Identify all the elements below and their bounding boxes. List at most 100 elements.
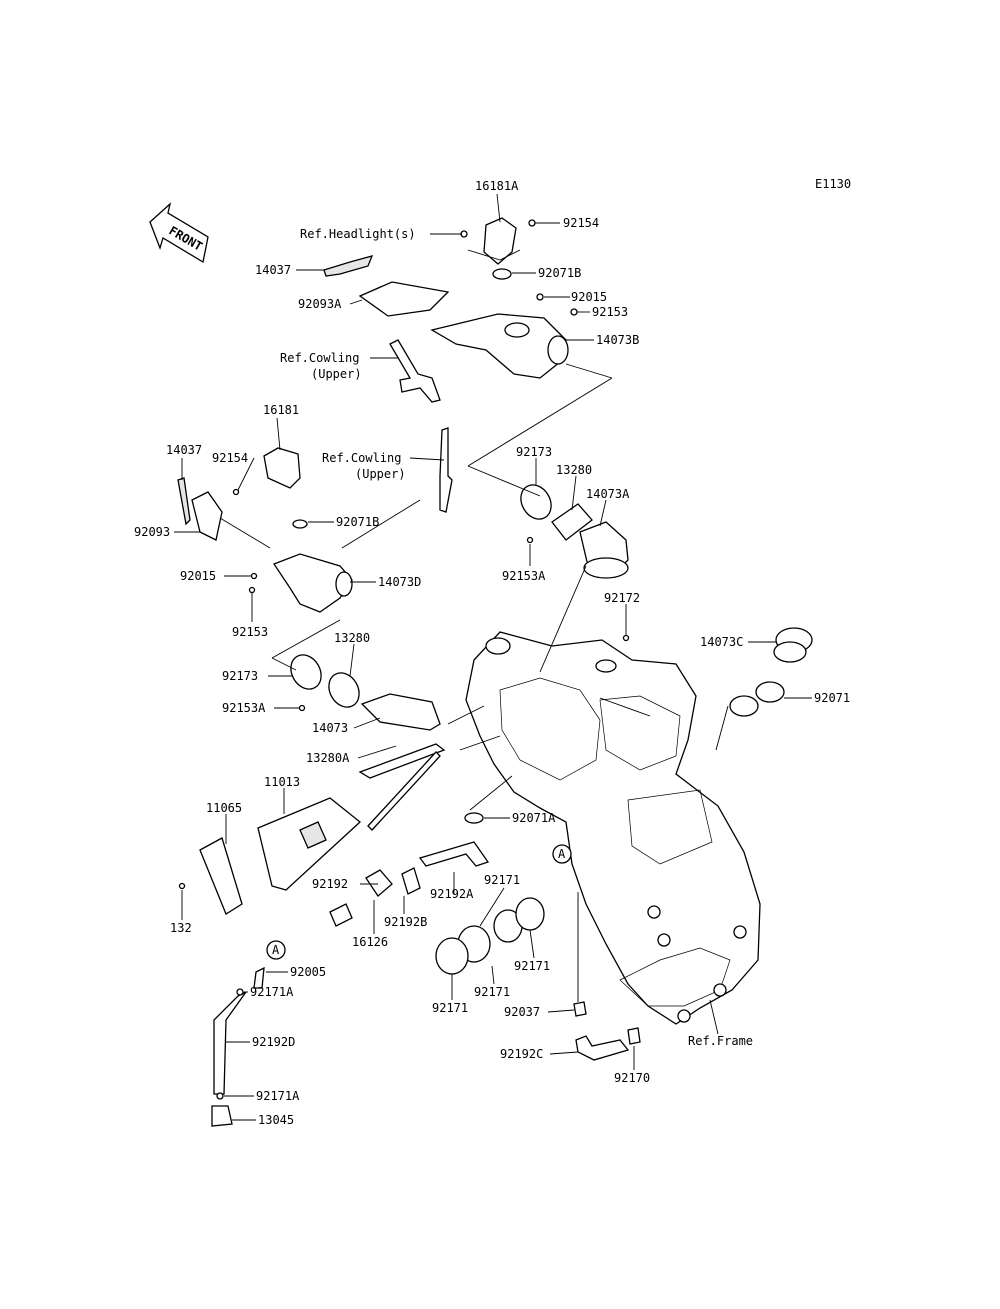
label-92071: 92071 <box>814 691 850 705</box>
label-92037: 92037 <box>504 1005 540 1019</box>
part-92173-top[interactable] <box>515 479 557 524</box>
label-ref-cowling-1a: Ref.Cowling <box>280 351 359 365</box>
frame-cavity-1 <box>499 677 601 781</box>
label-11013: 11013 <box>264 775 300 789</box>
right-intake-group <box>515 479 629 579</box>
label-92192C: 92192C <box>500 1047 543 1061</box>
label-92005: 92005 <box>290 965 326 979</box>
part-13045[interactable] <box>211 1105 233 1127</box>
part-14073[interactable] <box>360 693 441 731</box>
part-14073B[interactable] <box>430 313 567 379</box>
label-92153-left: 92153 <box>232 625 268 639</box>
upper-right-duct-group <box>323 217 578 403</box>
label-16181: 16181 <box>263 403 299 417</box>
screw-92154-left <box>232 488 240 496</box>
label-92171-a: 92171 <box>484 873 520 887</box>
marker-A-frame <box>552 844 572 864</box>
part-92170[interactable] <box>627 1027 641 1045</box>
lower-intake-group <box>285 649 446 831</box>
frame-bolt-1 <box>647 905 661 919</box>
part-14037-top[interactable] <box>323 255 374 277</box>
left-duct-group <box>177 427 453 613</box>
part-92171-d[interactable] <box>515 897 545 931</box>
part-92171-b[interactable] <box>435 937 469 975</box>
part-13280A-lower <box>367 751 441 831</box>
label-92192: 92192 <box>312 877 348 891</box>
screw-92153-top <box>570 308 578 316</box>
label-ref-frame: Ref.Frame <box>688 1034 753 1048</box>
label-132: 132 <box>170 921 192 935</box>
label-14037-top: 14037 <box>255 263 291 277</box>
frame-lower-bracket <box>619 947 731 1007</box>
label-92192B: 92192B <box>384 915 427 929</box>
part-13280-top[interactable] <box>551 503 593 541</box>
label-92170: 92170 <box>614 1071 650 1085</box>
label-13280A: 13280A <box>306 751 350 765</box>
part-14073C-base <box>773 641 807 663</box>
label-92071B-left: 92071B <box>336 515 379 529</box>
part-13280-left[interactable] <box>323 667 365 712</box>
label-14073A: 14073A <box>586 487 630 501</box>
part-92192B[interactable] <box>401 867 421 895</box>
label-92173-top: 92173 <box>516 445 552 459</box>
part-14037-left[interactable] <box>177 477 191 526</box>
screw-92153-left <box>248 586 256 594</box>
label-16181A: 16181A <box>475 179 519 193</box>
leader-lines <box>174 193 812 1121</box>
part-92005[interactable] <box>253 966 265 989</box>
screw-92153A-top <box>526 536 534 544</box>
label-13045: 13045 <box>258 1113 294 1127</box>
label-14073C: 14073C <box>700 635 743 649</box>
frame-port-left <box>485 637 511 655</box>
part-92037[interactable] <box>573 1001 587 1017</box>
part-92093[interactable] <box>191 491 223 541</box>
part-92071B-left[interactable] <box>292 519 308 529</box>
part-92192A[interactable] <box>418 841 490 867</box>
part-92071B-top[interactable] <box>492 268 512 280</box>
part-16181A[interactable] <box>483 217 517 265</box>
label-92071B-top: 92071B <box>538 266 581 280</box>
label-92153A-top: 92153A <box>502 569 546 583</box>
part-14073D[interactable] <box>273 553 353 613</box>
air-filter-element <box>299 821 327 849</box>
part-92071A[interactable] <box>464 812 484 824</box>
label-14073B: 14073B <box>596 333 639 347</box>
part-11065[interactable] <box>199 837 243 915</box>
label-92015-left: 92015 <box>180 569 216 583</box>
part-92192C[interactable] <box>575 1035 630 1061</box>
part-92171A-top[interactable] <box>236 988 244 996</box>
duct-14073D-outlet <box>335 571 353 597</box>
part-92173-left[interactable] <box>285 649 327 694</box>
screw-92015-left <box>250 572 258 580</box>
frame-body[interactable] <box>465 631 761 1025</box>
part-92192D[interactable] <box>213 991 247 1095</box>
part-92192[interactable] <box>329 903 353 927</box>
label-92171-b: 92171 <box>514 959 550 973</box>
front-arrow-icon: FRONT <box>149 202 209 264</box>
part-16126[interactable] <box>365 869 393 897</box>
screw-92015-top <box>536 293 544 301</box>
frame-bolt-5 <box>677 1009 691 1023</box>
frame-group: A <box>465 627 813 1061</box>
label-92154-left: 92154 <box>212 451 248 465</box>
part-92071-ring-1[interactable] <box>755 681 785 703</box>
label-14037-left: 14037 <box>166 443 202 457</box>
part-92093A[interactable] <box>358 281 450 317</box>
marker-A-frame-label: A <box>558 847 566 861</box>
label-14073D: 14073D <box>378 575 421 589</box>
label-13280-top: 13280 <box>556 463 592 477</box>
label-92192D: 92192D <box>252 1035 295 1049</box>
label-92154-top: 92154 <box>563 216 599 230</box>
part-13280A[interactable] <box>358 743 446 779</box>
part-16181[interactable] <box>263 447 301 489</box>
drain-group: A <box>211 940 286 1127</box>
screw-132 <box>178 882 186 890</box>
screw-92153A-left <box>298 704 306 712</box>
label-92173-left: 92173 <box>222 669 258 683</box>
part-92171A-bot[interactable] <box>216 1092 224 1100</box>
marker-A-drain-label: A <box>272 943 280 957</box>
hose-group <box>329 841 545 975</box>
duct-14073B-outlet <box>547 335 569 365</box>
label-92153-top: 92153 <box>592 305 628 319</box>
